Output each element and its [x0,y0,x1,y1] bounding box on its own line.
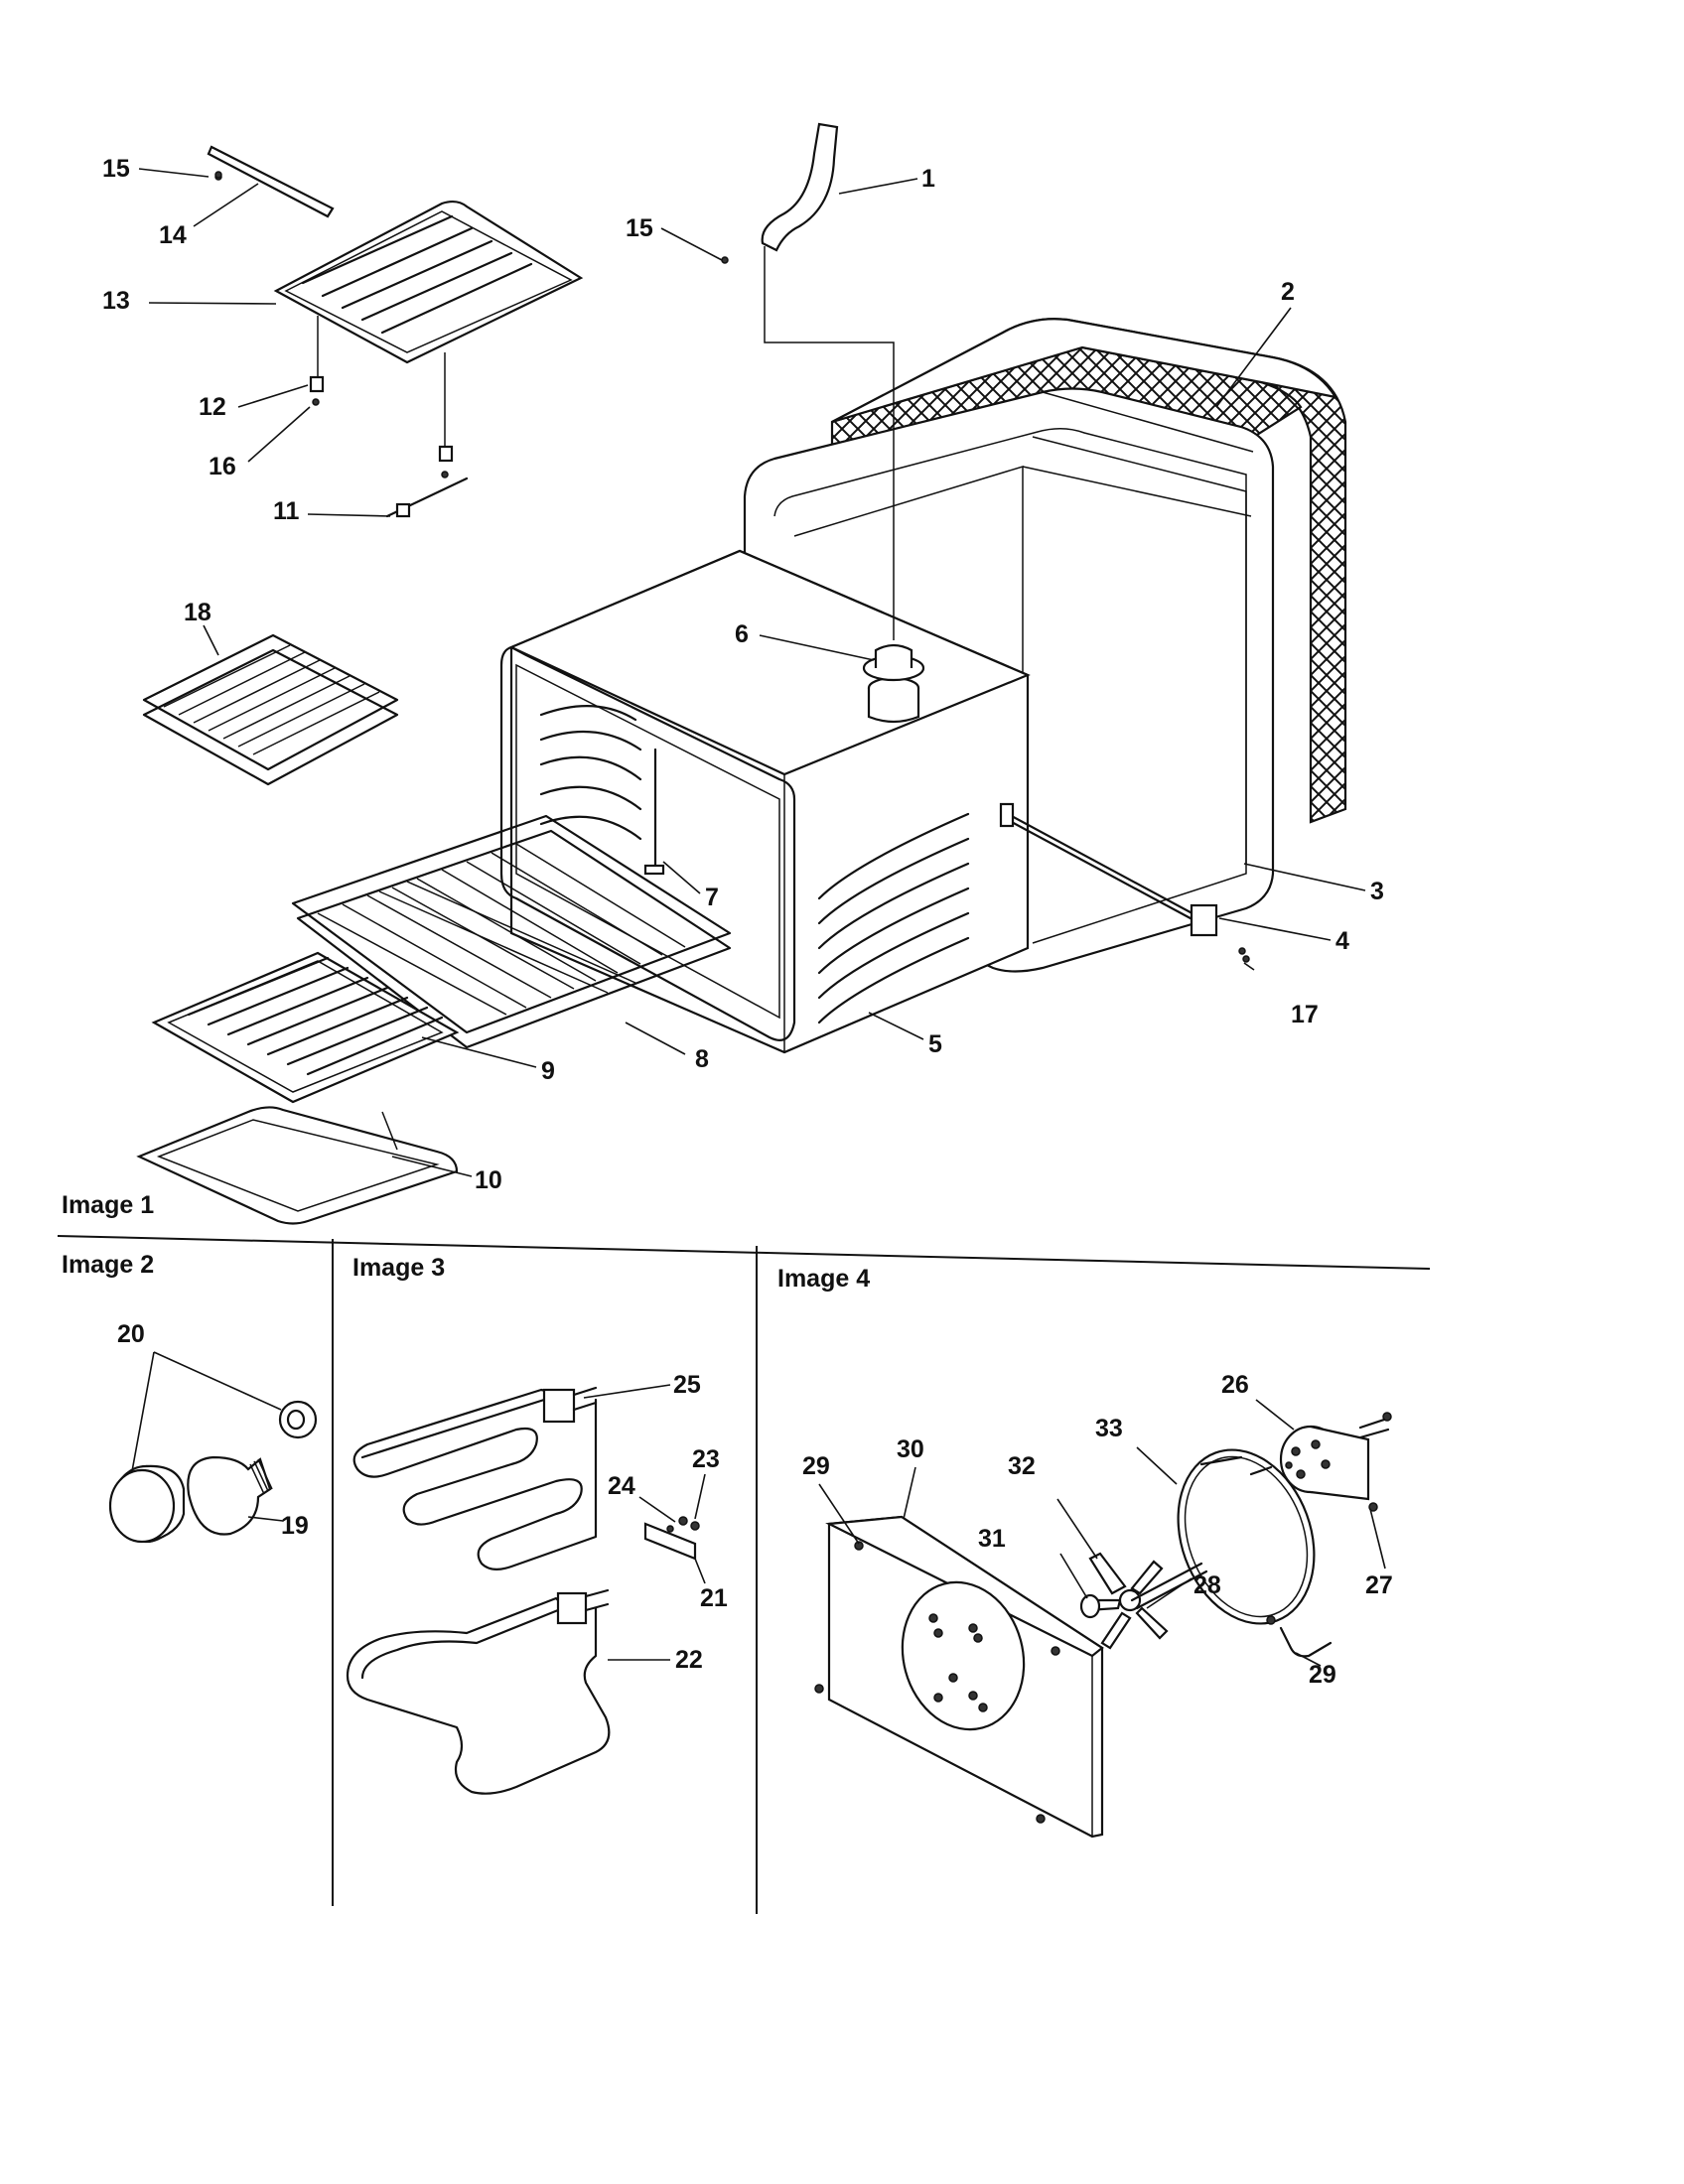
leader-24 [638,1496,676,1523]
divider-horizontal [57,1235,1431,1270]
section-label-image2: Image 2 [62,1251,154,1279]
small-rack [142,633,399,786]
light-housing [862,643,925,724]
callout-2: 2 [1281,278,1295,306]
callout-18: 18 [184,599,211,626]
light-bulb [187,1455,273,1536]
leader-27 [1369,1508,1386,1570]
leader-19 [247,1516,284,1522]
fan-nut [1079,1593,1101,1619]
fan-blade [1085,1552,1169,1650]
fan-motor [1249,1416,1392,1501]
callout-26: 26 [1221,1371,1249,1399]
section-label-image4: Image 4 [777,1265,870,1293]
vent-tube [761,122,895,640]
callout-1: 1 [921,165,935,193]
callout-22: 22 [675,1646,703,1674]
support-bar [385,477,469,518]
fan-cover-plate [825,1515,1104,1839]
callout-4: 4 [1335,927,1349,955]
terminal-block [999,802,1218,937]
callout-11: 11 [273,497,300,525]
leader-21 [694,1558,706,1584]
leader-29b [1295,1652,1322,1667]
leader-32 [1056,1498,1098,1560]
fan-bracket [1130,1448,1333,1658]
terminal-connector [643,1516,700,1561]
leader-26 [1255,1399,1295,1431]
callout-24: 24 [608,1472,635,1500]
screw [814,1541,1060,1824]
broil-element [346,1588,611,1795]
callout-33: 33 [1095,1415,1123,1442]
callout-25: 25 [673,1371,701,1399]
callout-32: 32 [1008,1452,1036,1480]
callout-28: 28 [1193,1571,1221,1599]
callout-23: 23 [692,1445,720,1473]
callout-6: 6 [735,620,749,648]
leader-31 [1059,1553,1088,1599]
callout-21: 21 [700,1584,728,1612]
callout-27: 27 [1365,1571,1393,1599]
bake-element [352,1386,598,1570]
sensor-bulb [643,748,665,876]
callout-17: 17 [1291,1001,1319,1028]
bracket [207,145,335,218]
element-tray [273,200,584,447]
broil-pan [136,1106,459,1225]
oven-rack [291,814,732,1049]
callout-19: 19 [281,1512,309,1540]
callout-29b: 29 [1309,1661,1336,1689]
clip [309,375,454,478]
callout-15a: 15 [102,155,130,183]
leader-20 [131,1351,282,1472]
callout-8: 8 [695,1045,709,1073]
screw [214,171,729,264]
leader-25 [583,1384,671,1399]
callout-12: 12 [199,393,226,421]
callout-30: 30 [897,1435,924,1463]
leader-29a [818,1483,860,1545]
screw [1266,1412,1392,1625]
callout-29a: 29 [802,1452,830,1480]
socket-ring [278,1400,318,1439]
callout-16: 16 [209,453,236,480]
callout-9: 9 [541,1057,555,1085]
leader-23 [694,1473,706,1520]
callout-20: 20 [117,1320,145,1348]
lamp-lens [108,1464,186,1544]
leader-30 [903,1466,916,1520]
leader-33 [1136,1446,1178,1485]
broil-pan-insert [151,951,460,1104]
callout-3: 3 [1370,878,1384,905]
callout-7: 7 [705,884,719,911]
callout-13: 13 [102,287,130,315]
callout-10: 10 [475,1166,502,1194]
callout-5: 5 [928,1030,942,1058]
section-label-image3: Image 3 [352,1254,445,1282]
leader-28 [1146,1577,1193,1609]
callout-15b: 15 [626,214,653,242]
callout-14: 14 [159,221,187,249]
section-label-image1: Image 1 [62,1191,154,1219]
screw [1238,947,1250,963]
callout-31: 31 [978,1525,1006,1553]
leader-lines-image1 [138,168,1366,1177]
